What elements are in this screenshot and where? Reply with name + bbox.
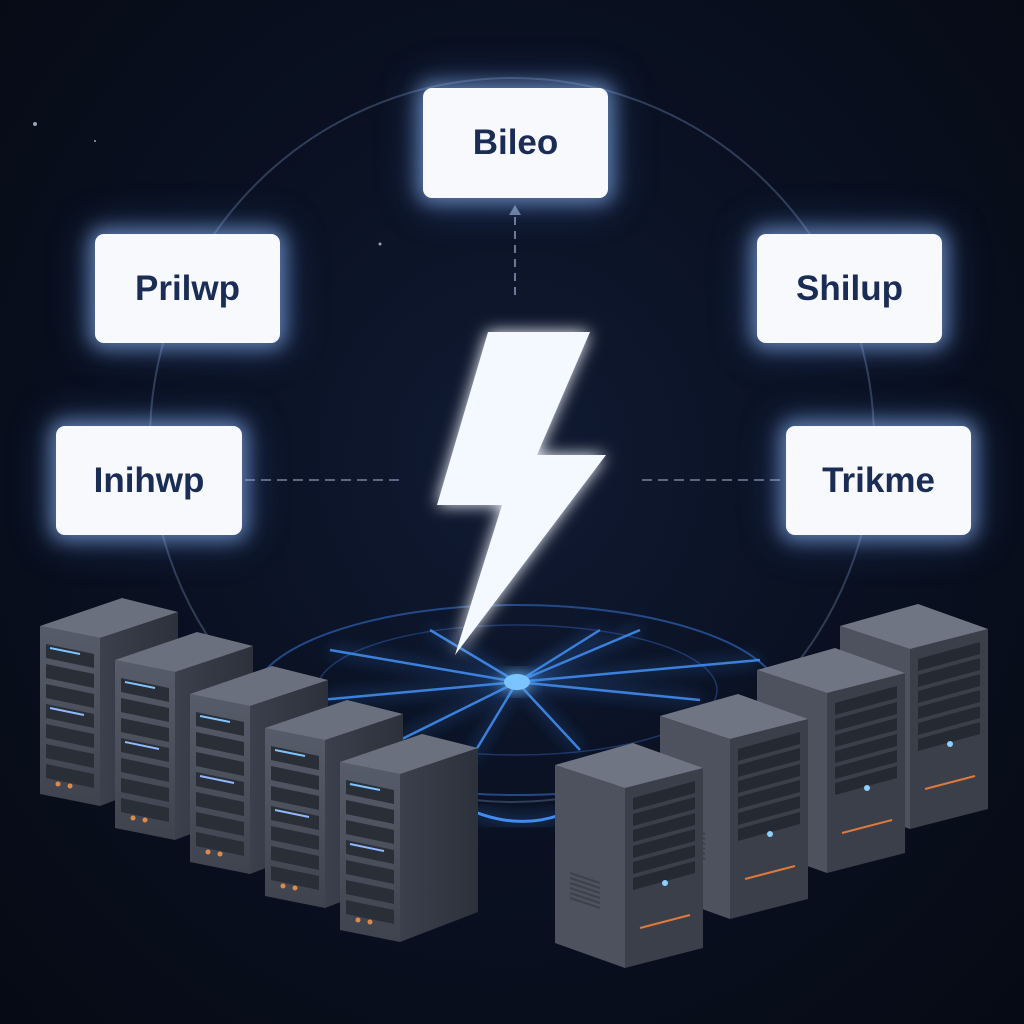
server-tower xyxy=(340,734,478,942)
node-prilwp[interactable]: Prilwp xyxy=(95,234,280,343)
lightning-bolt-icon xyxy=(437,332,606,655)
server-rack-right xyxy=(555,604,988,968)
arrow-head xyxy=(509,205,521,215)
server-tower xyxy=(555,743,703,968)
star-dots xyxy=(33,122,382,246)
node-bileo[interactable]: Bileo xyxy=(423,88,608,198)
node-shilup[interactable]: Shilup xyxy=(757,234,942,343)
node-inihwp[interactable]: Inihwp xyxy=(56,426,242,535)
server-rack-left xyxy=(40,598,478,942)
node-trikme[interactable]: Trikme xyxy=(786,426,971,535)
network-hub-icon xyxy=(504,674,530,690)
